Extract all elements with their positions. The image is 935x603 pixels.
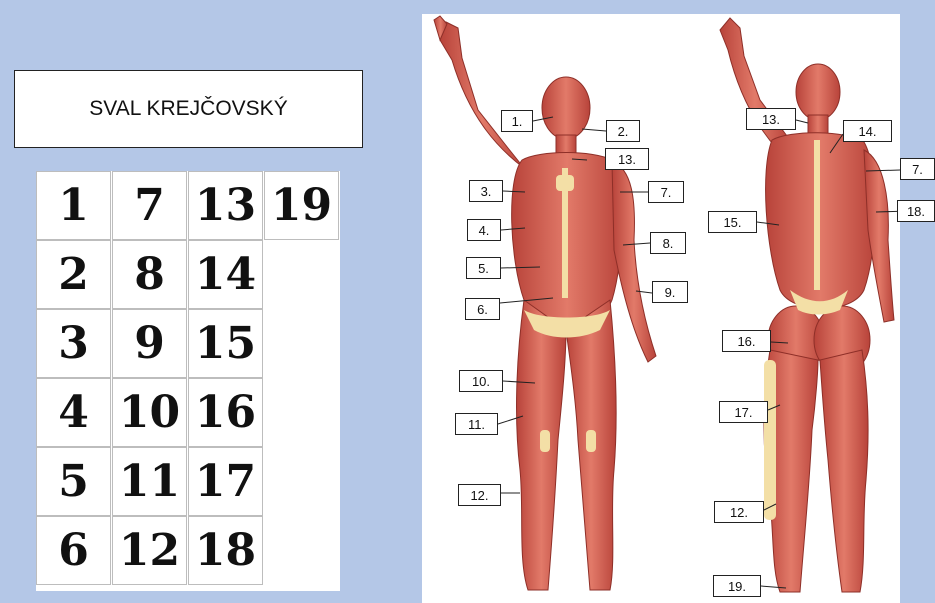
front-label-10[interactable]: 10. bbox=[459, 370, 503, 392]
front-label-7[interactable]: 7. bbox=[648, 181, 684, 203]
back-lowered-arm bbox=[864, 150, 894, 322]
front-label-8[interactable]: 8. bbox=[650, 232, 686, 254]
front-label-12[interactable]: 12. bbox=[458, 484, 501, 506]
front-label-13[interactable]: 13. bbox=[605, 148, 649, 170]
front-label-9[interactable]: 9. bbox=[652, 281, 688, 303]
back-label-19[interactable]: 19. bbox=[713, 575, 761, 597]
front-label-3[interactable]: 3. bbox=[469, 180, 503, 202]
front-label-11[interactable]: 11. bbox=[455, 413, 498, 435]
front-head bbox=[542, 77, 590, 139]
back-label-15[interactable]: 15. bbox=[708, 211, 757, 233]
front-label-5[interactable]: 5. bbox=[466, 257, 501, 279]
front-label-6[interactable]: 6. bbox=[465, 298, 500, 320]
back-raised-arm bbox=[720, 18, 790, 150]
back-head bbox=[796, 64, 840, 120]
back-label-7[interactable]: 7. bbox=[900, 158, 935, 180]
front-label-2[interactable]: 2. bbox=[606, 120, 640, 142]
back-label-17[interactable]: 17. bbox=[719, 401, 768, 423]
back-label-18[interactable]: 18. bbox=[897, 200, 935, 222]
back-label-13[interactable]: 13. bbox=[746, 108, 796, 130]
front-label-4[interactable]: 4. bbox=[467, 219, 501, 241]
back-label-14[interactable]: 14. bbox=[843, 120, 892, 142]
front-raised-arm bbox=[440, 22, 524, 168]
back-label-16[interactable]: 16. bbox=[722, 330, 771, 352]
back-label-12[interactable]: 12. bbox=[714, 501, 764, 523]
back-right-leg bbox=[820, 350, 868, 592]
front-label-1[interactable]: 1. bbox=[501, 110, 533, 132]
back-torso bbox=[766, 133, 876, 309]
